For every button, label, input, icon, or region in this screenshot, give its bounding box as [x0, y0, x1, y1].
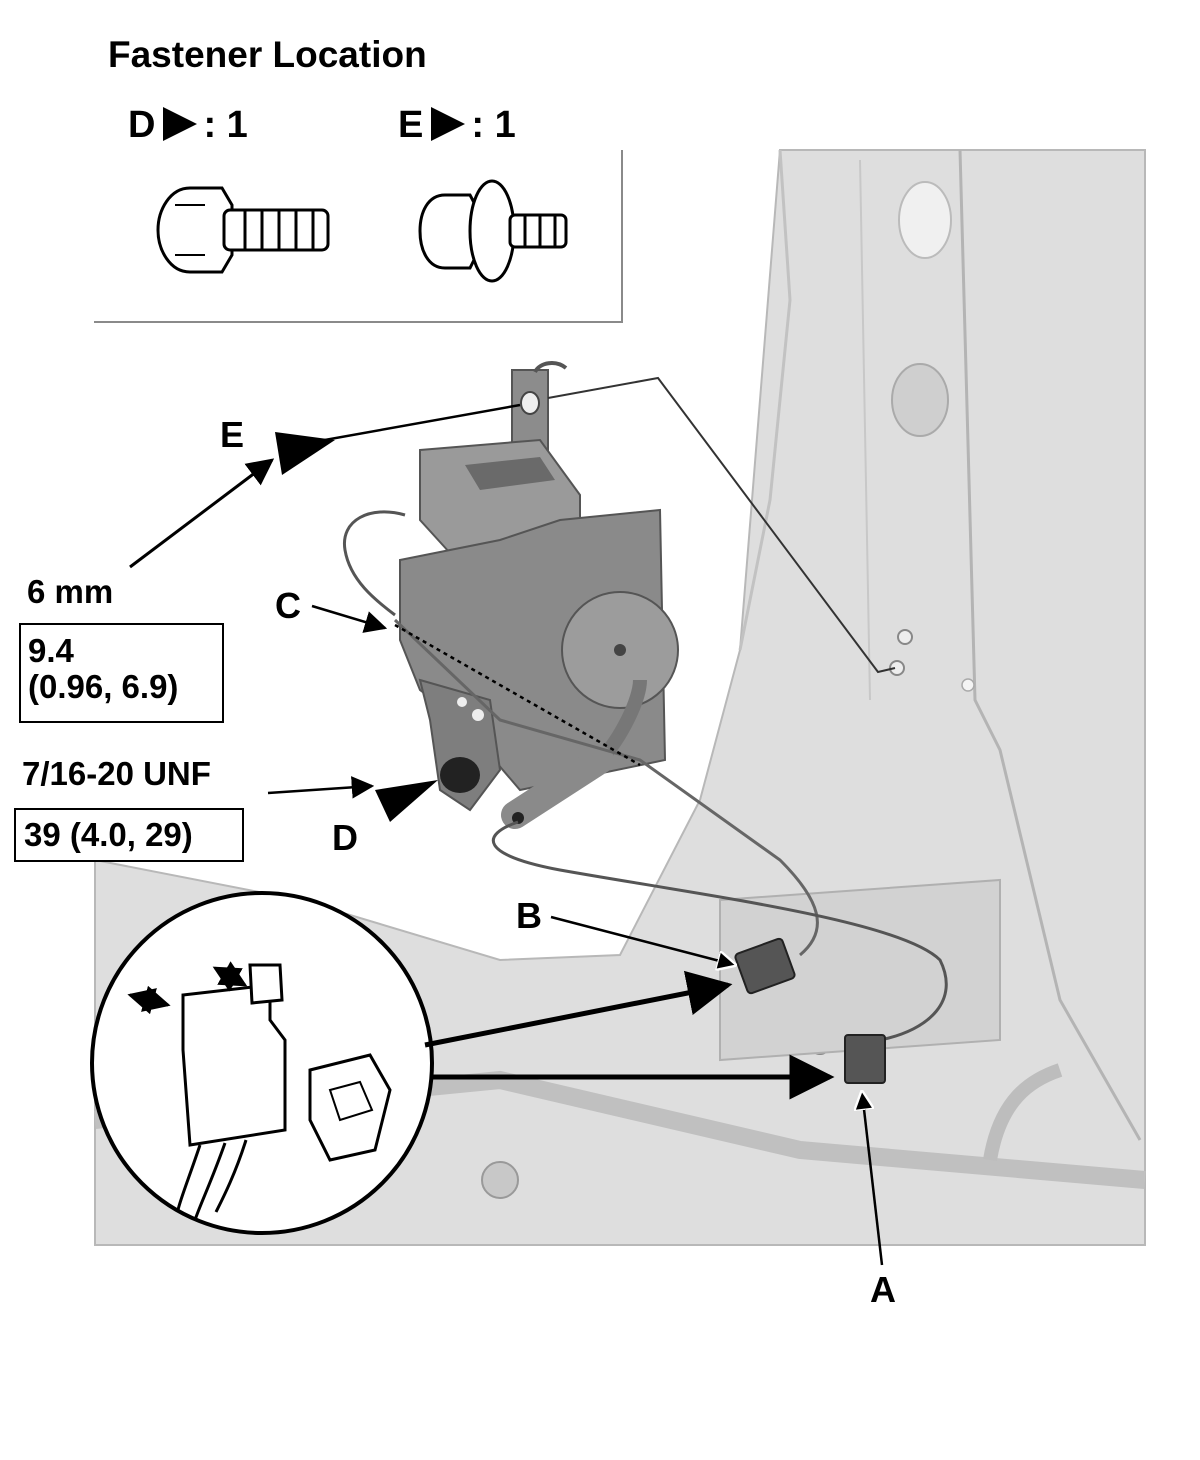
d-indicator-arrow — [375, 780, 438, 822]
d-bolt-size: 7/16-20 UNF — [22, 755, 211, 792]
fastener-d-count: D: 1 — [128, 106, 248, 144]
callout-b: B — [516, 895, 542, 936]
fastener-location-frame — [94, 150, 623, 323]
connector-a — [844, 1034, 886, 1084]
cables — [342, 510, 948, 1042]
flange-bolt-icon — [156, 186, 330, 274]
detail-circle — [90, 891, 434, 1235]
leader-lines — [129, 376, 896, 1266]
e-torque-box: 9.4 (0.96, 6.9) — [19, 623, 224, 723]
fastener-e-letter: E — [398, 104, 424, 146]
e-bolt-size: 6 mm — [27, 573, 114, 610]
fastener-d-qty: 1 — [226, 104, 248, 146]
e-torque-nm: 9.4 — [28, 632, 74, 669]
fastener-location-title: Fastener Location — [108, 34, 427, 75]
fastener-e-sep: : — [471, 104, 495, 146]
callout-a: A — [870, 1269, 896, 1310]
washer-bolt-icon — [418, 179, 568, 283]
connector-b — [734, 937, 796, 995]
fastener-e-pointer-icon — [431, 107, 466, 141]
e-indicator-arrow — [275, 432, 335, 475]
callout-c: C — [275, 585, 301, 626]
fastener-e-count: E: 1 — [398, 106, 516, 144]
fastener-e-qty: 1 — [494, 104, 516, 146]
fastener-d-sep: : — [203, 104, 227, 146]
fastener-d-pointer-icon — [163, 107, 198, 141]
e-torque-kgf-lbf: (0.96, 6.9) — [28, 668, 179, 705]
callout-e: E — [220, 414, 245, 455]
actuator-assembly — [399, 361, 679, 829]
fastener-d-letter: D — [128, 104, 156, 146]
callout-d: D — [332, 817, 358, 858]
d-torque: 39 (4.0, 29) — [24, 816, 193, 853]
d-torque-box: 39 (4.0, 29) — [14, 808, 244, 862]
cable-c-dashed — [394, 623, 641, 767]
